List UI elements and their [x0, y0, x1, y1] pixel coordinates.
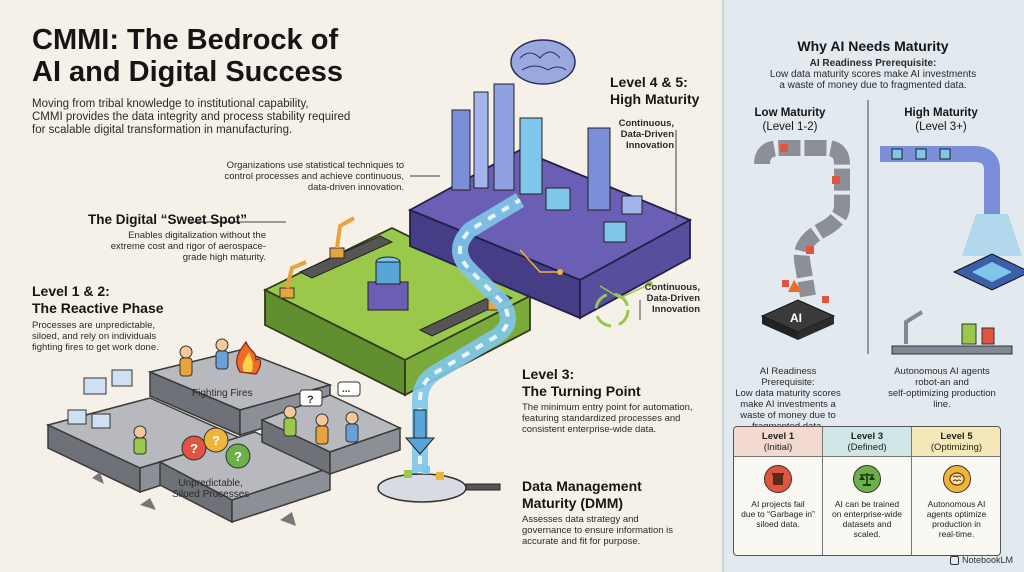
- sweet-spot-text: Enables digitalization without the extre…: [110, 230, 266, 263]
- maturity-level-table: Level 1 (Initial) AI projects fail due t…: [733, 426, 1001, 556]
- table-header: Level 3 (Defined): [823, 427, 911, 457]
- isometric-maturity-illustration: ? ? ? ? ...: [45, 39, 693, 526]
- high-maturity-label: High Maturity (Level 3+): [904, 107, 978, 133]
- table-col-level-1: Level 1 (Initial) AI projects fail due t…: [734, 427, 823, 555]
- innovation-tag-top: Continuous, Data-Driven Innovation: [618, 118, 674, 151]
- ai-readiness-summary: AI Readiness Prerequisite: Low data matu…: [769, 58, 977, 91]
- notebook-icon: [950, 555, 959, 565]
- clean-pipe: [880, 146, 1000, 214]
- svg-text:?: ?: [234, 449, 242, 464]
- brain-icon: [942, 465, 971, 493]
- turning-point-text: The minimum entry point for automation, …: [522, 402, 693, 435]
- svg-text:?: ?: [190, 441, 198, 456]
- svg-text:?: ?: [212, 433, 220, 448]
- cycle-icon: [594, 292, 630, 328]
- reactive-platform: ? ? ? ? ...: [45, 338, 402, 526]
- bin-icon: [764, 465, 792, 493]
- table-col-level-3: Level 3 (Defined) AI can be trained on e…: [823, 427, 912, 555]
- brand-logo: NotebookLM: [950, 555, 1013, 565]
- table-header: Level 5 (Optimizing): [912, 427, 1000, 457]
- chip-label: AI: [790, 311, 802, 325]
- innovation-tag-bottom: Continuous, Data-Driven Innovation: [644, 282, 700, 315]
- reactive-heading: Level 1 & 2: The Reactive Phase: [32, 283, 164, 316]
- svg-text:?: ?: [307, 394, 314, 406]
- high-maturity-caption: Autonomous AI agents robot-an and self-o…: [888, 366, 996, 410]
- turning-point-heading: Level 3: The Turning Point: [522, 366, 641, 399]
- table-header: Level 1 (Initial): [734, 427, 822, 457]
- why-ai-heading: Why AI Needs Maturity: [797, 38, 949, 54]
- intro-text: Moving from tribal knowledge to institut…: [32, 98, 351, 136]
- scales-icon: [853, 465, 881, 493]
- table-col-level-5: Level 5 (Optimizing) Autonomous AI agent…: [912, 427, 1000, 555]
- dmm-heading: Data Management Maturity (DMM): [522, 478, 642, 511]
- high-maturity-platform: [407, 39, 693, 320]
- pipeline-comparison-illustration: AI: [754, 100, 1024, 355]
- page-title: CMMI: The Bedrock of AI and Digital Succ…: [32, 24, 343, 88]
- sweet-spot-heading: The Digital “Sweet Spot”: [88, 212, 248, 227]
- broken-pipe: [754, 140, 850, 298]
- dmm-text: Assesses data strategy and governance to…: [522, 514, 674, 547]
- siloed-processes-label: Unpredictable, Siloed Processes: [172, 478, 250, 500]
- low-maturity-caption: AI Readiness Prerequisite: Low data matu…: [735, 366, 841, 432]
- statistical-control-text: Organizations use statistical techniques…: [224, 160, 404, 193]
- sieve-icon: [377, 473, 467, 503]
- title-line-1: CMMI: The Bedrock of: [32, 24, 339, 56]
- high-maturity-heading: Level 4 & 5: High Maturity: [610, 74, 700, 107]
- title-line-2: AI and Digital Success: [32, 56, 344, 88]
- svg-text:...: ...: [342, 384, 351, 395]
- fighting-fires-label: Fighting Fires: [192, 388, 253, 399]
- reactive-text: Processes are unpredictable, siloed, and…: [32, 320, 159, 353]
- low-maturity-label: Low Maturity (Level 1-2): [754, 107, 826, 133]
